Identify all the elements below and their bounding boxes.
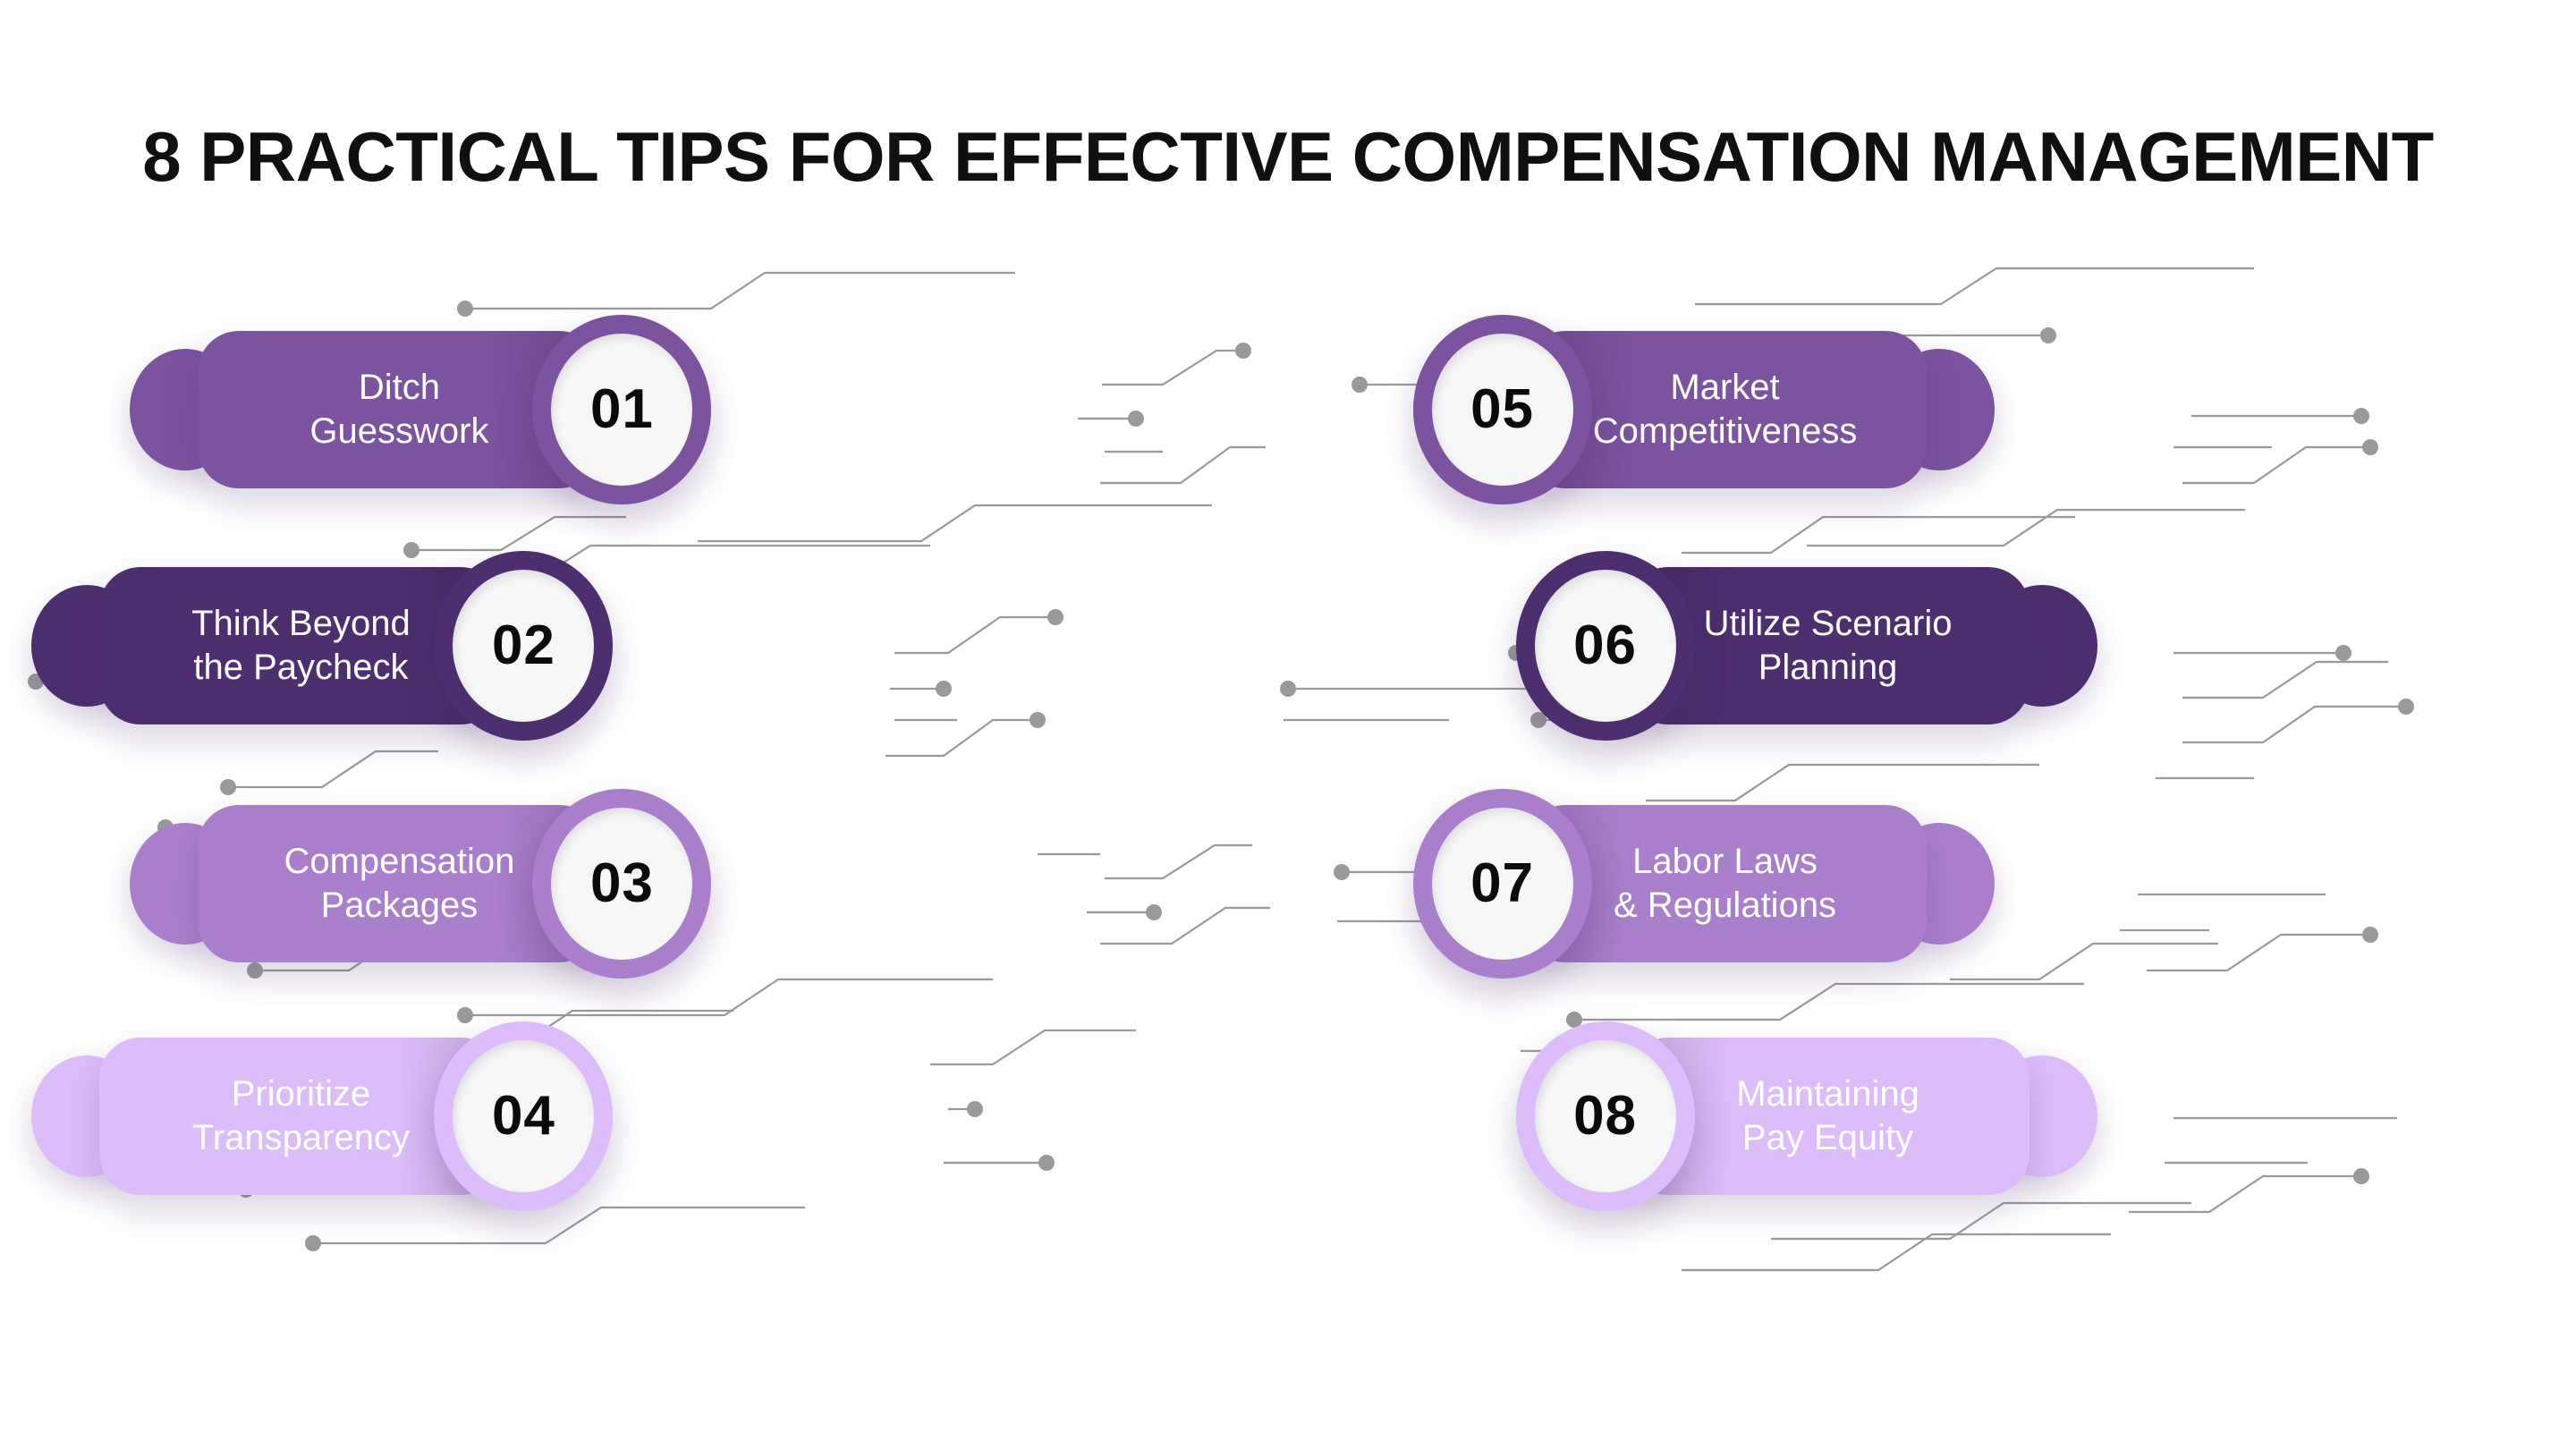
tip-card-05[interactable]: Market Competitiveness 05 <box>1412 302 1996 517</box>
tip-card-number: 02 <box>491 614 555 676</box>
tip-card-number-badge[interactable]: 03 <box>532 789 712 979</box>
tip-card-number-badge[interactable]: 08 <box>1515 1021 1695 1211</box>
badge-face: 03 <box>551 808 693 960</box>
tip-card-label: Compensation Packages <box>284 842 515 925</box>
tip-card-label: Utilize Scenario Planning <box>1703 604 1953 687</box>
tip-card-03[interactable]: Compensation Packages 03 <box>129 776 712 991</box>
tip-card-02[interactable]: Think Beyond the Paycheck 02 <box>30 538 614 753</box>
tip-card-number: 01 <box>589 378 654 440</box>
tip-card-07[interactable]: Labor Laws & Regulations 07 <box>1412 776 1996 991</box>
tip-card-number: 08 <box>1573 1085 1638 1147</box>
tip-card-number: 04 <box>491 1085 555 1147</box>
tip-card-number-badge[interactable]: 07 <box>1412 789 1592 979</box>
tip-card-label: Maintaining Pay Equity <box>1736 1074 1919 1157</box>
tip-card-08[interactable]: Maintaining Pay Equity 08 <box>1515 1009 2098 1224</box>
badge-face: 06 <box>1534 570 1676 722</box>
page-title: 8 PRACTICAL TIPS FOR EFFECTIVE COMPENSAT… <box>142 117 2434 196</box>
tip-card-number-badge[interactable]: 01 <box>532 315 712 504</box>
tip-card-label: Ditch Guesswork <box>309 368 489 451</box>
badge-face: 04 <box>453 1040 595 1192</box>
tip-card-number-badge[interactable]: 04 <box>434 1021 614 1211</box>
tip-card-label: Market Competitiveness <box>1592 368 1858 451</box>
tip-card-04[interactable]: Prioritize Transparency 04 <box>30 1009 614 1224</box>
tip-card-06[interactable]: Utilize Scenario Planning 06 <box>1515 538 2098 753</box>
tip-card-number: 05 <box>1470 378 1535 440</box>
tip-card-01[interactable]: Ditch Guesswork 01 <box>129 302 712 517</box>
badge-face: 08 <box>1534 1040 1676 1192</box>
tip-card-label: Think Beyond the Paycheck <box>191 604 411 687</box>
tip-card-number-badge[interactable]: 02 <box>434 551 614 741</box>
badge-face: 02 <box>453 570 595 722</box>
tip-card-number: 06 <box>1573 614 1638 676</box>
tip-card-number-badge[interactable]: 05 <box>1412 315 1592 504</box>
tip-card-number: 03 <box>589 852 654 914</box>
badge-face: 07 <box>1431 808 1573 960</box>
tip-card-number: 07 <box>1470 852 1535 914</box>
tip-card-label: Prioritize Transparency <box>191 1074 410 1157</box>
tip-card-label: Labor Laws & Regulations <box>1614 842 1837 925</box>
badge-face: 01 <box>551 334 693 486</box>
badge-face: 05 <box>1431 334 1573 486</box>
tip-card-number-badge[interactable]: 06 <box>1515 551 1695 741</box>
